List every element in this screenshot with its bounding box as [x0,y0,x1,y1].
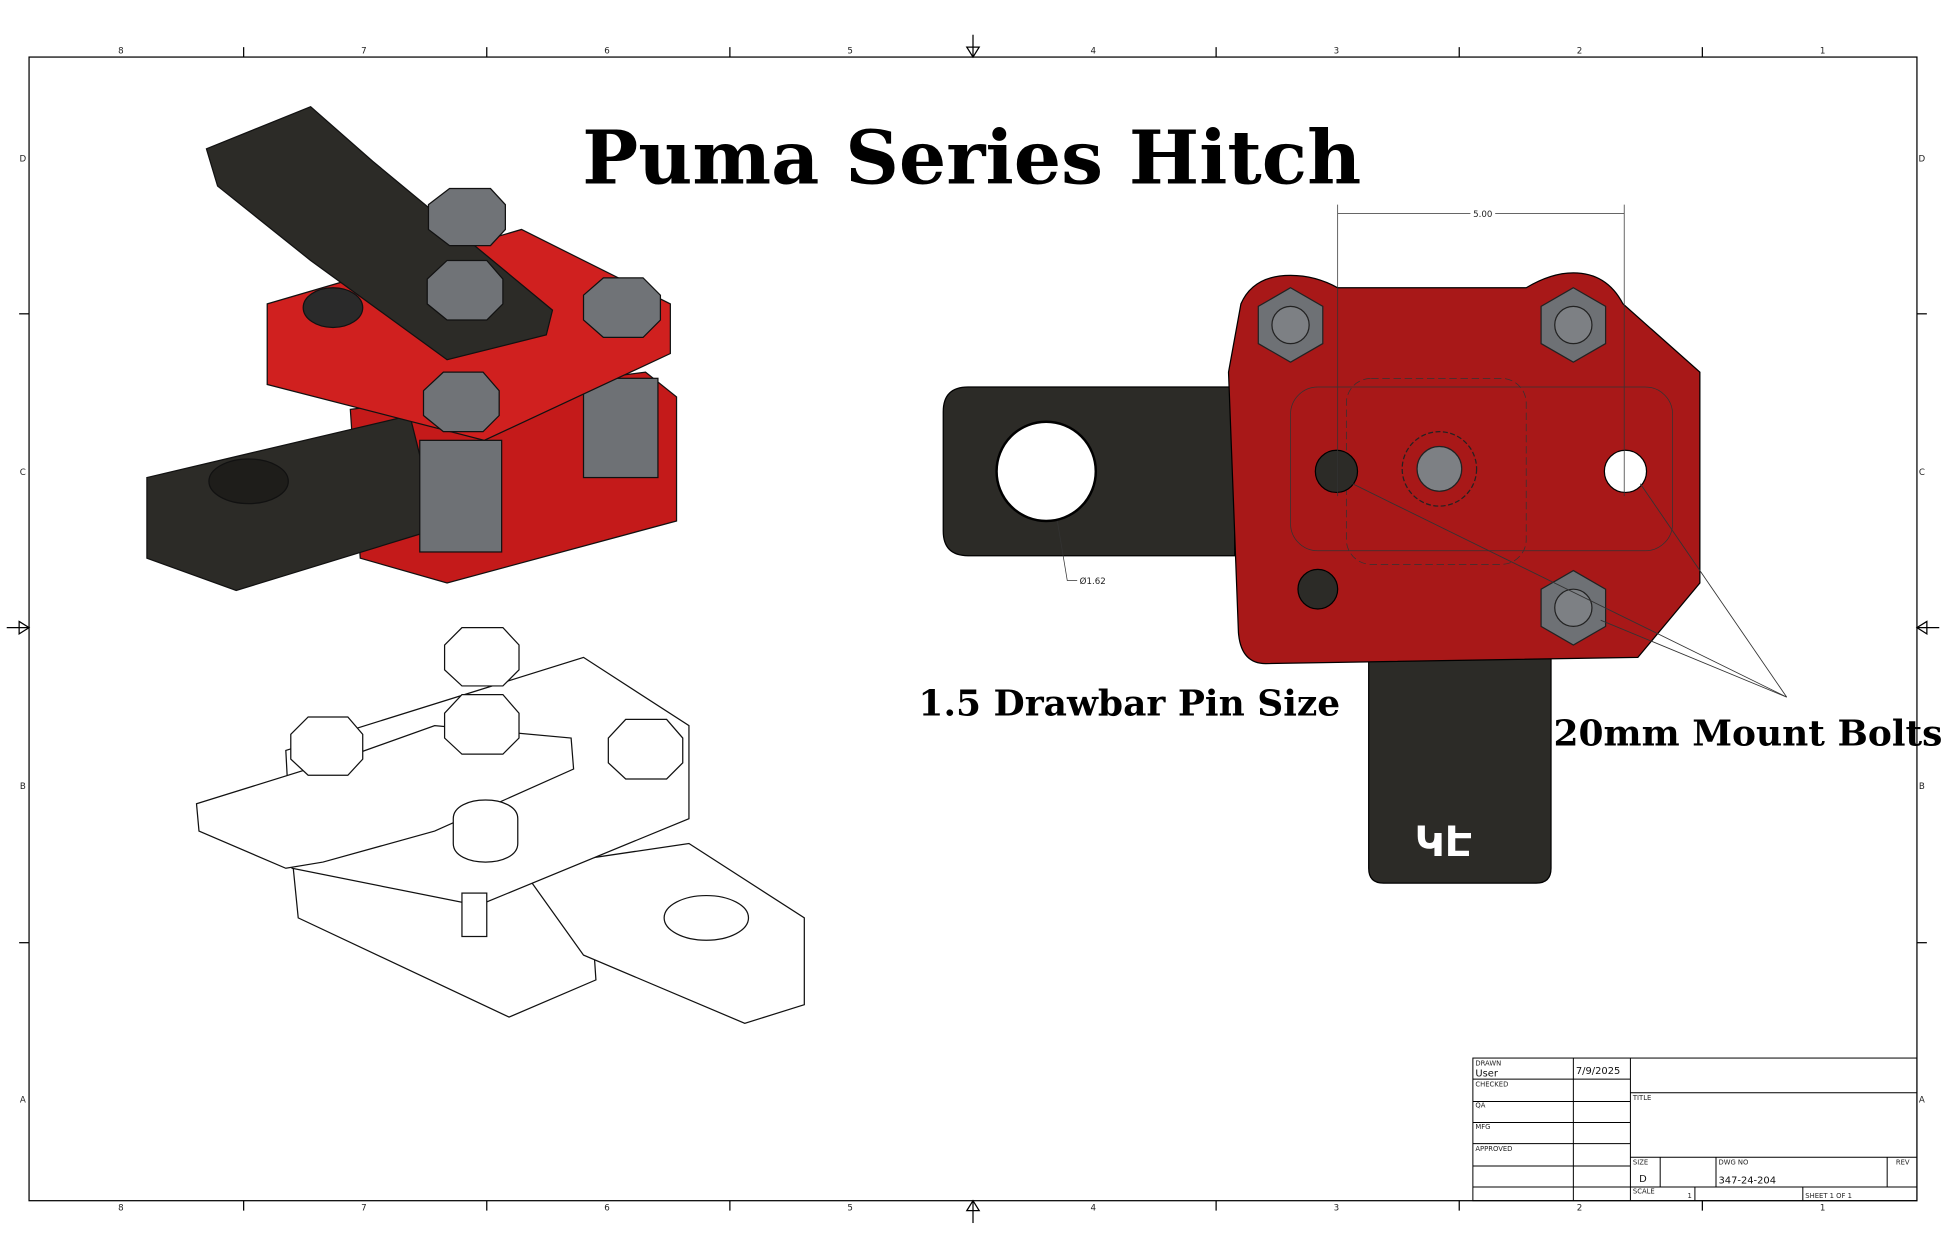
zone-row-label: C [1919,468,1925,478]
mfg-label: MFG [1475,1123,1490,1131]
zone-col-label: 3 [1334,46,1340,56]
scale-value: 1 [1687,1192,1691,1200]
zone-col-label: 7 [361,46,367,56]
dwg-no-value: 347-24-204 [1718,1175,1776,1186]
zone-col-label: 2 [1577,46,1583,56]
checked-label: CHECKED [1475,1081,1508,1089]
top-view: ԿԷ 5.00 Ø1.62 [942,204,1788,884]
zone-row-label: B [20,782,26,792]
zone-col-label: 8 [118,46,124,56]
zone-row-label: D [20,154,27,164]
zone-row-label: C [20,468,26,478]
dimension-5-00 [1337,204,1625,497]
sheet-number: SHEET 1 OF 1 [1805,1192,1852,1200]
drawn-by: User [1475,1069,1499,1080]
rev-label: REV [1896,1159,1910,1167]
zone-col-label: 8 [118,1204,124,1214]
zone-col-label: 1 [1820,46,1826,56]
zone-col-label: 7 [361,1204,367,1214]
approved-label: APPROVED [1475,1145,1512,1153]
title-block [1472,1057,1918,1202]
zone-ticks [19,47,1927,1211]
logo-mark: ԿԷ [1415,817,1473,866]
pin-size-note: 1.5 Drawbar Pin Size [918,683,1340,725]
scale-label: SCALE [1633,1187,1655,1195]
zone-row-label: A [1919,1096,1925,1106]
zone-col-label: 1 [1820,1204,1826,1214]
drawbar-hole [995,420,1098,523]
bolt-icons [422,187,662,433]
title-label: TITLE [1632,1094,1651,1102]
dimension-hole-diameter: Ø1.62 [1080,576,1106,587]
dwg-no-label: DWG NO [1718,1159,1748,1167]
iso-view-colored [146,105,678,592]
zone-labels-top: 8 7 6 5 4 3 2 1 [118,46,1825,56]
zone-row-label: B [1919,782,1925,792]
zone-col-label: 6 [604,1204,610,1214]
zone-col-label: 3 [1334,1204,1340,1214]
zone-col-label: 6 [604,46,610,56]
iso-view-line [195,627,805,1024]
zone-labels-sides: D C B A D C B A [20,154,1926,1105]
zone-row-label: A [20,1096,26,1106]
zone-row-label: D [1919,154,1926,164]
zone-col-label: 5 [847,1204,853,1214]
drawn-date: 7/9/2025 [1576,1066,1621,1077]
qa-label: QA [1475,1102,1485,1110]
drawn-label: DRAWN [1475,1059,1501,1067]
drawing-title: Puma Series Hitch [582,114,1361,202]
size-value: D [1639,1174,1647,1185]
zone-col-label: 4 [1091,46,1097,56]
mount-bolts-note: 20mm Mount Bolts [1554,712,1943,754]
size-label: SIZE [1633,1159,1648,1167]
bolt-outline-icons [290,627,684,780]
dimension-bolt-spacing: 5.00 [1473,210,1492,220]
nut-icons [1257,287,1607,646]
centering-arrows [6,34,1940,1224]
zone-col-label: 5 [847,46,853,56]
zone-labels-bottom: 8 7 6 5 4 3 2 1 [118,1204,1825,1214]
zone-col-label: 4 [1091,1204,1097,1214]
leader-lines [1352,483,1788,698]
zone-col-label: 2 [1577,1204,1583,1214]
